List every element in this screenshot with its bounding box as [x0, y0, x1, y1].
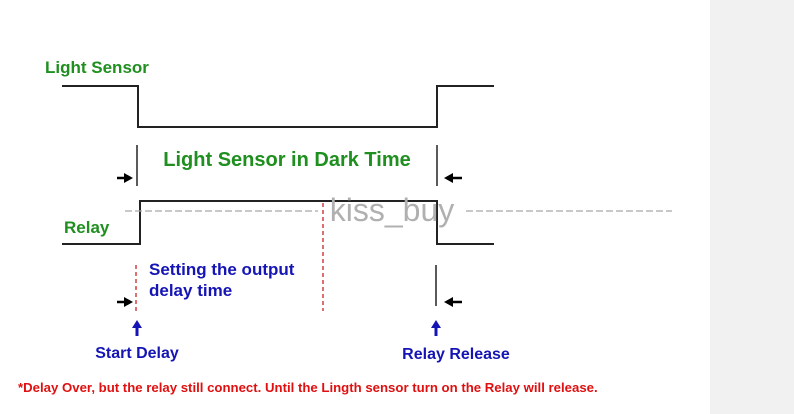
relay-label: Relay — [64, 218, 110, 237]
light-sensor-label: Light Sensor — [45, 58, 149, 77]
dark-time-label: Light Sensor in Dark Time — [163, 149, 410, 171]
arrow-right-icon — [117, 173, 133, 183]
relay-waveform — [62, 200, 494, 245]
watermark-text: kiss_buy — [330, 192, 455, 228]
relay-release-label: Relay Release — [402, 346, 510, 363]
diagram-canvas — [0, 0, 710, 414]
right-margin — [710, 0, 794, 414]
arrow-left-icon — [444, 173, 462, 183]
arrow-up-icon — [431, 320, 441, 336]
arrow-left-icon — [444, 297, 462, 307]
delay-setting-label-line2: delay time — [149, 281, 232, 300]
delay-setting-label-line1: Setting the output — [149, 260, 295, 279]
arrow-right-icon — [117, 297, 133, 307]
footnote-text: *Delay Over, but the relay still connect… — [18, 380, 598, 395]
start-delay-label: Start Delay — [95, 345, 179, 362]
arrow-up-icon — [132, 320, 142, 336]
light-sensor-waveform — [62, 85, 494, 128]
